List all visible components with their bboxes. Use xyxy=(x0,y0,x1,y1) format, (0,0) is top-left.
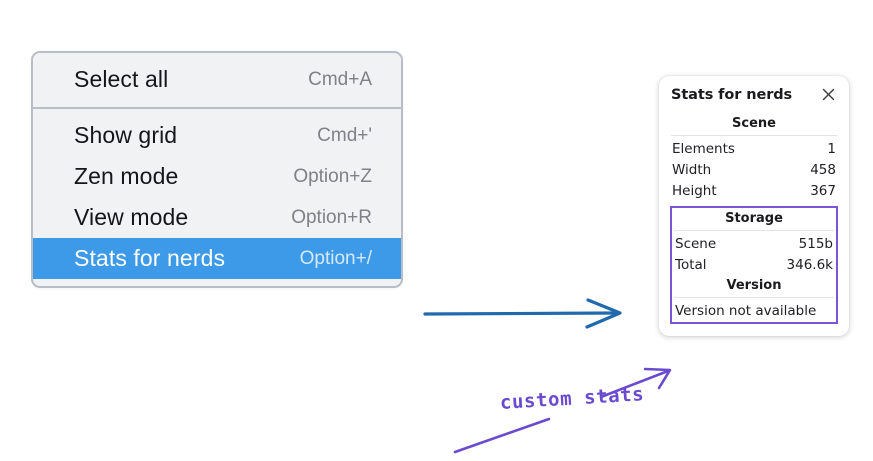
menu-item-label: Stats for nerds xyxy=(74,245,226,271)
stat-row-width: Width 458 xyxy=(671,159,837,180)
panel-title: Stats for nerds xyxy=(671,86,793,103)
stat-value: 458 xyxy=(810,161,836,178)
menu-item-label: Zen mode xyxy=(74,163,179,189)
custom-stats-highlight-box: Storage Scene 515b Total 346.6k Version … xyxy=(670,206,838,324)
menu-item-label: Show grid xyxy=(74,122,178,148)
section-heading-version: Version xyxy=(726,278,782,293)
stat-value: 515b xyxy=(798,235,833,252)
stat-value: 367 xyxy=(810,182,836,199)
divider xyxy=(671,135,837,136)
menu-item-shortcut: Option+Z xyxy=(293,165,372,187)
stat-label: Width xyxy=(672,161,712,178)
stats-for-nerds-panel: Stats for nerds Scene Elements 1 Width 4… xyxy=(659,76,849,336)
section-heading-storage: Storage xyxy=(725,211,783,226)
divider xyxy=(674,230,834,231)
custom-stats-annotation-label: custom stats xyxy=(499,383,645,414)
menu-item-select-all[interactable]: Select all Cmd+A xyxy=(33,59,401,100)
stat-label: Total xyxy=(675,256,707,273)
menu-item-view-mode[interactable]: View mode Option+R xyxy=(33,197,401,238)
stats-panel-header: Stats for nerds xyxy=(671,86,837,103)
stat-label: Height xyxy=(672,182,717,199)
menu-item-label: View mode xyxy=(74,204,189,230)
menu-item-shortcut: Option+R xyxy=(291,206,372,228)
menu-item-show-grid[interactable]: Show grid Cmd+' xyxy=(33,115,401,156)
menu-item-stats-for-nerds[interactable]: Stats for nerds Option+/ xyxy=(33,238,401,279)
stat-value: 1 xyxy=(827,140,836,157)
menu-group-1: Select all Cmd+A xyxy=(33,53,401,107)
menu-item-label: Select all xyxy=(74,66,169,92)
context-menu[interactable]: Select all Cmd+A Show grid Cmd+' Zen mod… xyxy=(31,51,403,288)
version-text: Version not available xyxy=(675,303,817,319)
stat-value: 346.6k xyxy=(786,256,833,273)
blue-arrow-annotation xyxy=(423,298,622,329)
stat-row-height: Height 367 xyxy=(671,180,837,201)
stat-row-storage-scene: Scene 515b xyxy=(674,233,834,254)
menu-item-zen-mode[interactable]: Zen mode Option+Z xyxy=(33,156,401,197)
menu-item-shortcut: Cmd+A xyxy=(308,68,372,90)
stat-row-storage-total: Total 346.6k xyxy=(674,254,834,275)
menu-group-2: Show grid Cmd+' Zen mode Option+Z View m… xyxy=(33,107,401,286)
purple-underline-annotation xyxy=(453,417,551,454)
divider xyxy=(674,297,834,298)
menu-item-shortcut: Cmd+' xyxy=(317,124,372,146)
stat-row-elements: Elements 1 xyxy=(671,138,837,159)
menu-item-shortcut: Option+/ xyxy=(299,247,372,269)
section-heading-scene: Scene xyxy=(732,116,776,131)
close-icon[interactable] xyxy=(820,86,837,103)
stat-label: Elements xyxy=(672,140,735,157)
stat-label: Scene xyxy=(675,235,717,252)
